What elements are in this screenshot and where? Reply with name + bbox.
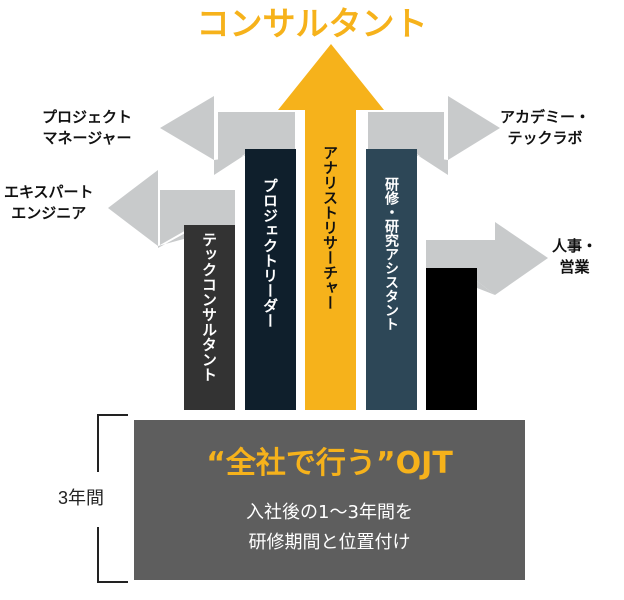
arrow-to-academy-body <box>368 112 444 170</box>
ojt-text-line2: 研修期間と位置付け <box>248 532 411 553</box>
arrow-to-expert-engineer-body <box>160 190 235 245</box>
label-academy-line1: アカデミー・ <box>500 108 591 126</box>
ojt-text-line1: 入社後の1〜3年間を <box>246 502 413 523</box>
column-label-training-assistant: 研修・研究アシスタント <box>383 177 399 331</box>
label-project-manager-line1: プロジェクト <box>42 108 133 126</box>
diagram-title: コンサルタント <box>196 4 428 43</box>
label-project-manager: プロジェクト マネージャー <box>42 107 132 149</box>
label-academy: アカデミー・ テックラボ <box>500 107 590 149</box>
arrow-to-academy <box>368 96 500 175</box>
ojt-heading: “全社で行う”OJT <box>206 446 453 481</box>
bar-training-assistant <box>366 149 417 410</box>
label-hr-sales-line2: 営業 <box>559 258 590 276</box>
ojt-box: “全社で行う”OJT 入社後の1〜3年間を 研修期間と位置付け <box>134 420 525 580</box>
arrow-to-hr-sales-body <box>426 240 495 295</box>
center-arrow <box>278 44 384 410</box>
label-academy-line2: テックラボ <box>507 129 583 147</box>
column-label-project-leader: プロジェクトリーダー <box>261 178 279 328</box>
label-expert-engineer-line2: エンジニア <box>11 204 87 222</box>
bar-project-leader <box>245 149 296 410</box>
label-hr-sales: 人事・ 営業 <box>552 236 597 278</box>
column-label-tech-consultant: テックコンサルタント <box>200 232 218 382</box>
label-expert-engineer: エキスパート エンジニア <box>4 182 94 224</box>
arrow-to-project-manager <box>160 96 295 175</box>
label-project-manager-line2: マネージャー <box>42 129 132 147</box>
column-label-analyst-researcher: アナリストリサーチャー <box>321 145 339 310</box>
label-expert-engineer-line1: エキスパート <box>4 183 94 201</box>
period-bracket <box>97 414 128 583</box>
bar-tech-consultant <box>184 225 235 410</box>
bar-hr-sales <box>426 268 477 410</box>
label-hr-sales-line1: 人事・ <box>552 237 598 255</box>
period-label: 3年間 <box>58 488 105 508</box>
arrow-to-project-manager-body <box>218 112 295 170</box>
